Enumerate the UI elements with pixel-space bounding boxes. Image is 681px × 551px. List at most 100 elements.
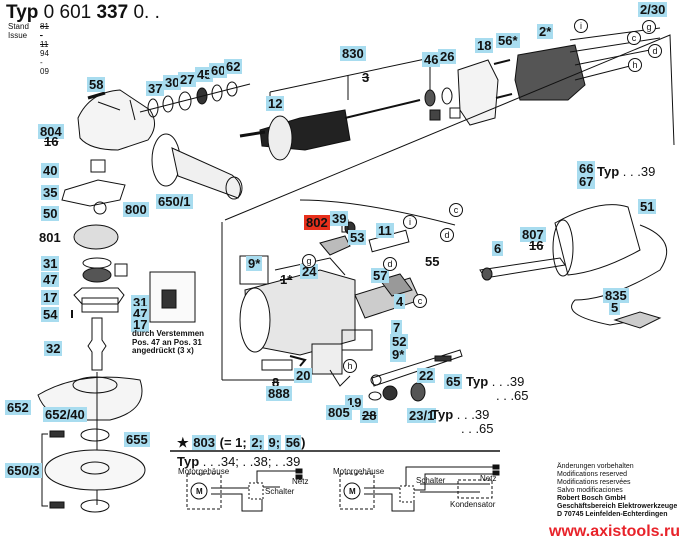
kit-part[interactable]: 2; <box>250 435 264 450</box>
rear-cover-807 <box>554 204 641 276</box>
part-label[interactable]: 2* <box>537 24 554 39</box>
part-label[interactable]: 805 <box>326 405 352 420</box>
part-label[interactable]: 47 <box>41 272 60 287</box>
inset-label[interactable]: 17 <box>131 317 150 332</box>
part-label[interactable]: 655 <box>124 432 150 447</box>
issue-value: 94 - 09 <box>40 49 49 76</box>
part-label[interactable]: 6 <box>492 241 504 256</box>
part-label[interactable]: 66 <box>577 161 596 176</box>
part-label-highlighted[interactable]: 802 <box>304 215 330 230</box>
part-label[interactable]: 31 <box>41 256 60 271</box>
typ-value: . . .39 <box>456 407 490 422</box>
typ-note-23-1: Typ . . .39 . . .65 <box>431 408 494 436</box>
part-label-superseded[interactable]: 16 <box>44 134 59 149</box>
wiring-left-typ: Typ . . .34; . .38; . .39 <box>177 455 300 469</box>
title-typ-word: Typ <box>6 2 39 23</box>
part-label[interactable]: 20 <box>294 368 313 383</box>
part-label[interactable]: 39 <box>330 211 349 226</box>
part-label[interactable]: 17 <box>41 290 60 305</box>
spindle-32 <box>87 317 107 371</box>
part-label[interactable]: 9* <box>246 256 263 271</box>
part-label[interactable]: 652/40 <box>43 407 87 422</box>
part-label[interactable]: 18 <box>475 38 494 53</box>
part-label[interactable]: 50 <box>41 206 60 221</box>
typ-value: . . .65 <box>496 388 529 403</box>
part-label[interactable]: 9* <box>390 347 407 362</box>
part-label[interactable]: 62 <box>224 59 243 74</box>
stand-label: Stand <box>8 22 29 31</box>
part-label[interactable]: 7 <box>391 320 403 335</box>
capacitor-box <box>457 479 493 499</box>
field-coil-stator <box>514 44 586 101</box>
part-label[interactable]: 58 <box>87 77 106 92</box>
part-label[interactable]: 51 <box>638 199 657 214</box>
part-label[interactable]: 5 <box>609 300 621 315</box>
company-division: Geschäftsbereich Elektrowerkzeuge <box>557 503 678 510</box>
part-label[interactable]: 650/3 <box>5 463 42 478</box>
part-label-superseded[interactable]: 28 <box>360 408 379 423</box>
typ-value: . . .65 <box>461 421 494 436</box>
legal-line: Modifications reserved <box>557 471 628 478</box>
part-label[interactable]: 4 <box>394 294 406 309</box>
part-label[interactable]: 12 <box>266 96 285 111</box>
part-label[interactable]: 60 <box>209 63 228 78</box>
typ-value: . . .39 <box>622 164 656 179</box>
note-line: angedrückt (3 x) <box>132 346 194 355</box>
kit-803-note: ★ 803 (= 1; 2; 9; 56) <box>177 435 306 451</box>
typ-word: Typ <box>431 407 454 422</box>
company-address: D 70745 Leinfelden-Echterdingen <box>557 511 668 518</box>
watermark-url[interactable]: www.axistools.ru <box>549 523 680 540</box>
part-label[interactable]: 888 <box>266 386 292 401</box>
part-label[interactable]: 2/30 <box>638 2 668 17</box>
part-label[interactable]: 40 <box>41 163 60 178</box>
wire-marker-g: g <box>642 20 656 34</box>
part-label[interactable]: 11 <box>376 223 394 238</box>
part-label[interactable]: 37 <box>146 81 165 96</box>
part-label[interactable]: 57 <box>371 268 390 283</box>
issue-label: Issue <box>8 31 28 40</box>
part-label[interactable]: 56* <box>496 33 520 48</box>
part-label[interactable]: 800 <box>123 202 149 217</box>
wire-marker-c: c <box>627 31 641 45</box>
part-label[interactable]: 652 <box>5 400 31 415</box>
motor-letter: M <box>196 487 203 496</box>
kit-part[interactable]: 56 <box>284 435 302 450</box>
part-label[interactable]: 67 <box>577 174 596 189</box>
part-label[interactable]: 53 <box>348 230 367 245</box>
part-label[interactable]: 32 <box>44 341 63 356</box>
part-label[interactable]: 650/1 <box>156 194 193 209</box>
part-label[interactable]: 26 <box>438 49 457 64</box>
motor-symbol-right <box>343 482 361 500</box>
part-label[interactable]: 52 <box>390 334 409 349</box>
part-label[interactable]: 835 <box>603 288 629 303</box>
kit-id[interactable]: 803 <box>192 435 216 450</box>
part-label-superseded[interactable]: 1* <box>280 272 293 287</box>
part-label[interactable]: 27 <box>178 72 197 87</box>
part-label-superseded[interactable]: 16 <box>529 238 544 253</box>
switch-label: Schalter <box>416 476 446 485</box>
part-label[interactable]: 30 <box>163 75 182 90</box>
part-label[interactable]: 65 <box>444 374 463 389</box>
part-label[interactable]: 55 <box>425 254 440 269</box>
switch-label: Schalter <box>265 487 295 496</box>
kit-part[interactable]: 9; <box>267 435 282 450</box>
part-label[interactable]: 801 <box>39 230 61 245</box>
part-label-superseded[interactable]: 8 <box>272 375 280 390</box>
part-label[interactable]: 24 <box>300 264 319 279</box>
part-label[interactable]: 22 <box>417 368 436 383</box>
part-label[interactable]: 45 <box>195 67 214 82</box>
part-label[interactable]: 830 <box>340 46 366 61</box>
mains-label: Netz <box>480 474 497 483</box>
part-label[interactable]: 54 <box>41 307 60 322</box>
part-label[interactable]: 46 <box>422 52 441 67</box>
part-label[interactable]: 804 <box>38 124 64 139</box>
part-label-superseded[interactable]: 3 <box>362 70 370 85</box>
typ-value: . . .39 <box>491 374 525 389</box>
wire-marker-h: h <box>343 359 357 373</box>
motor-housing-label: Motorgehäuse <box>178 467 230 476</box>
title-number-suffix: 0. . <box>133 2 160 23</box>
part-label[interactable]: 23/1 <box>407 408 437 423</box>
part-label[interactable]: 35 <box>41 185 60 200</box>
part-label[interactable]: 807 <box>520 227 546 242</box>
